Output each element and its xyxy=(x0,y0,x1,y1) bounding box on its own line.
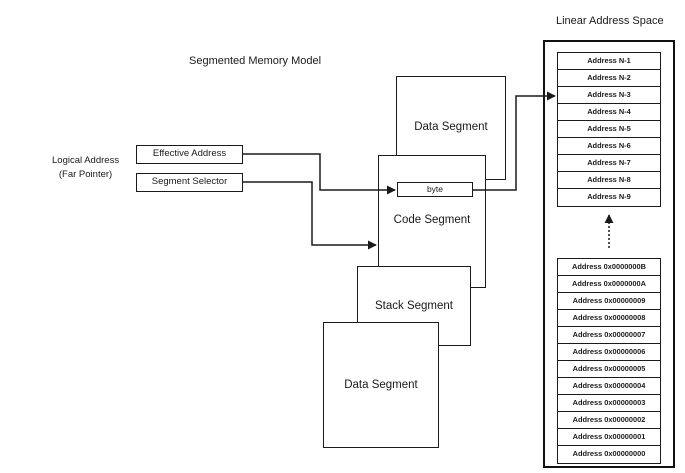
segment-selector-box: Segment Selector xyxy=(136,173,243,192)
address-row: Address N-5 xyxy=(558,121,660,138)
address-row: Address N-1 xyxy=(558,53,660,70)
byte-label: byte xyxy=(426,184,444,194)
address-row: Address 0x00000003 xyxy=(558,395,660,412)
address-row: Address 0x0000000B xyxy=(558,259,660,276)
segment-selector-label: Segment Selector xyxy=(151,176,228,187)
effective-address-box: Effective Address xyxy=(136,145,243,164)
linear-address-space-panel xyxy=(543,40,675,468)
address-row: Address 0x00000002 xyxy=(558,412,660,429)
stack-segment-label: Stack Segment xyxy=(375,300,453,312)
linear-address-space-title: Linear Address Space xyxy=(556,15,664,27)
data-segment-top-label: Data Segment xyxy=(414,121,488,133)
address-row: Address N-7 xyxy=(558,155,660,172)
logical-address-line2: (Far Pointer) xyxy=(58,169,113,180)
address-row: Address 0x00000007 xyxy=(558,327,660,344)
logical-address-label: Logical Address (Far Pointer) xyxy=(52,154,119,182)
segment-selector-arrow xyxy=(243,181,377,250)
effective-address-arrow xyxy=(243,153,396,195)
address-row: Address 0x00000000 xyxy=(572,449,646,458)
address-row: Address 0x00000006 xyxy=(558,344,660,361)
effective-address-label: Effective Address xyxy=(152,148,227,159)
address-row: Address N-4 xyxy=(558,104,660,121)
byte-box: byte xyxy=(397,182,473,197)
address-row: Address N-6 xyxy=(558,138,660,155)
address-row: Address N-3 xyxy=(558,87,660,104)
address-row: Address N-8 xyxy=(558,172,660,189)
address-row: Address 0x00000008 xyxy=(558,310,660,327)
code-segment-label: Code Segment xyxy=(393,214,471,226)
data-segment-bottom-label: Data Segment xyxy=(344,379,418,391)
address-row: Address 0x00000004 xyxy=(558,378,660,395)
address-row: Address 0x0000000A xyxy=(558,276,660,293)
address-row: Address 0x00000001 xyxy=(558,429,660,446)
address-row: Address 0x00000005 xyxy=(558,361,660,378)
logical-address-line1: Logical Address xyxy=(52,155,120,166)
code-segment: Code Segment xyxy=(378,155,486,288)
data-segment-bottom: Data Segment xyxy=(323,322,439,448)
byte-to-address-arrow xyxy=(473,91,556,191)
diagram-title: Segmented Memory Model xyxy=(189,55,322,67)
address-row: Address 0x00000009 xyxy=(558,293,660,310)
address-row: Address N-9 xyxy=(587,192,631,201)
address-row: Address N-2 xyxy=(558,70,660,87)
